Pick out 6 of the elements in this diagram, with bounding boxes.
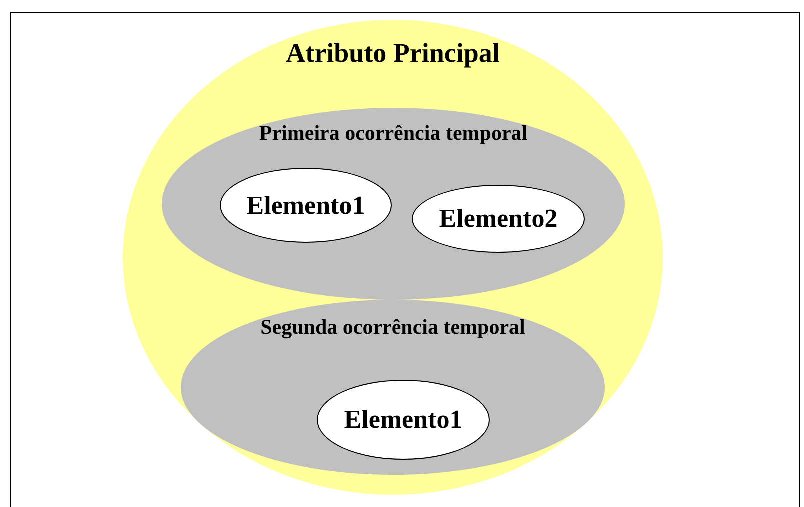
ellipse-title: Segunda ocorrência temporal xyxy=(260,315,526,340)
element-ellipse: Elemento2 xyxy=(412,185,585,253)
ellipse-title: Primeira ocorrência temporal xyxy=(258,121,529,146)
ellipse-title: Atributo Principal xyxy=(285,38,501,69)
element-ellipse: Elemento1 xyxy=(220,168,392,243)
element-ellipse: Elemento1 xyxy=(317,380,490,460)
